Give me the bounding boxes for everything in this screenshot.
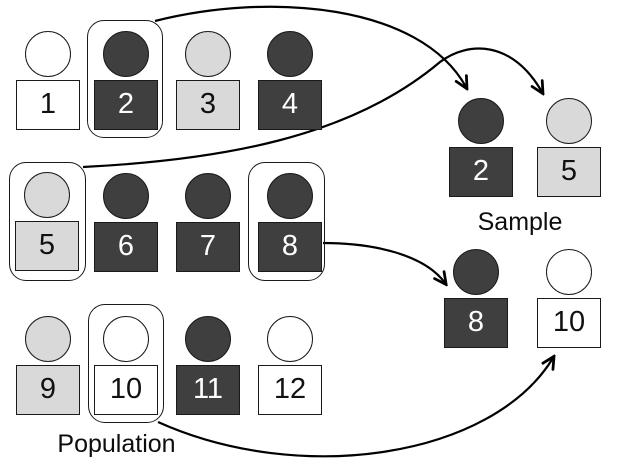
person-7: 7 — [176, 173, 240, 272]
sample-person-5: 5 — [537, 98, 601, 197]
sample-label: Sample — [477, 208, 563, 236]
person-head-circle — [103, 316, 149, 362]
person-body-box: 5 — [537, 147, 601, 197]
person-head-circle — [267, 31, 313, 77]
arrow-8-to-sample — [322, 241, 445, 283]
person-head-circle — [25, 316, 71, 362]
person-body-box: 9 — [16, 365, 80, 415]
selection-box-8 — [248, 162, 325, 281]
person-1: 1 — [16, 31, 80, 130]
person-head-circle — [267, 316, 313, 362]
person-10: 10 — [94, 316, 158, 415]
person-body-box: 5 — [15, 221, 79, 271]
population-label: Population — [57, 430, 176, 458]
sample-person-2: 2 — [449, 98, 513, 197]
person-head-circle — [185, 316, 231, 362]
person-body-box: 8 — [258, 222, 322, 272]
person-head-circle — [24, 172, 70, 218]
person-5: 5 — [15, 172, 79, 271]
person-head-circle — [25, 31, 71, 77]
selection-box-10 — [88, 304, 164, 423]
person-6: 6 — [94, 173, 158, 272]
person-head-circle — [453, 249, 499, 295]
person-body-box: 7 — [176, 222, 240, 272]
person-head-circle — [185, 31, 231, 77]
person-body-box: 10 — [94, 365, 158, 415]
person-body-box: 12 — [258, 365, 322, 415]
person-head-circle — [185, 173, 231, 219]
person-11: 11 — [176, 316, 240, 415]
person-9: 9 — [16, 316, 80, 415]
person-head-circle — [267, 173, 313, 219]
person-head-circle — [458, 98, 504, 144]
person-12: 12 — [258, 316, 322, 415]
person-body-box: 8 — [444, 298, 508, 348]
sample-person-8: 8 — [444, 249, 508, 348]
person-4: 4 — [258, 31, 322, 130]
person-head-circle — [546, 98, 592, 144]
person-body-box: 4 — [258, 80, 322, 130]
person-head-circle — [546, 249, 592, 295]
person-body-box: 10 — [537, 298, 601, 348]
person-body-box: 3 — [176, 80, 240, 130]
person-body-box: 1 — [16, 80, 80, 130]
person-body-box: 11 — [176, 365, 240, 415]
person-head-circle — [103, 31, 149, 77]
selection-box-5 — [9, 162, 86, 281]
person-body-box: 2 — [94, 80, 158, 130]
sample-person-10: 10 — [537, 249, 601, 348]
person-body-box: 2 — [449, 147, 513, 197]
person-3: 3 — [176, 31, 240, 130]
person-head-circle — [103, 173, 149, 219]
selection-box-2 — [87, 20, 163, 138]
person-body-box: 6 — [94, 222, 158, 272]
person-8: 8 — [258, 173, 322, 272]
person-2: 2 — [94, 31, 158, 130]
